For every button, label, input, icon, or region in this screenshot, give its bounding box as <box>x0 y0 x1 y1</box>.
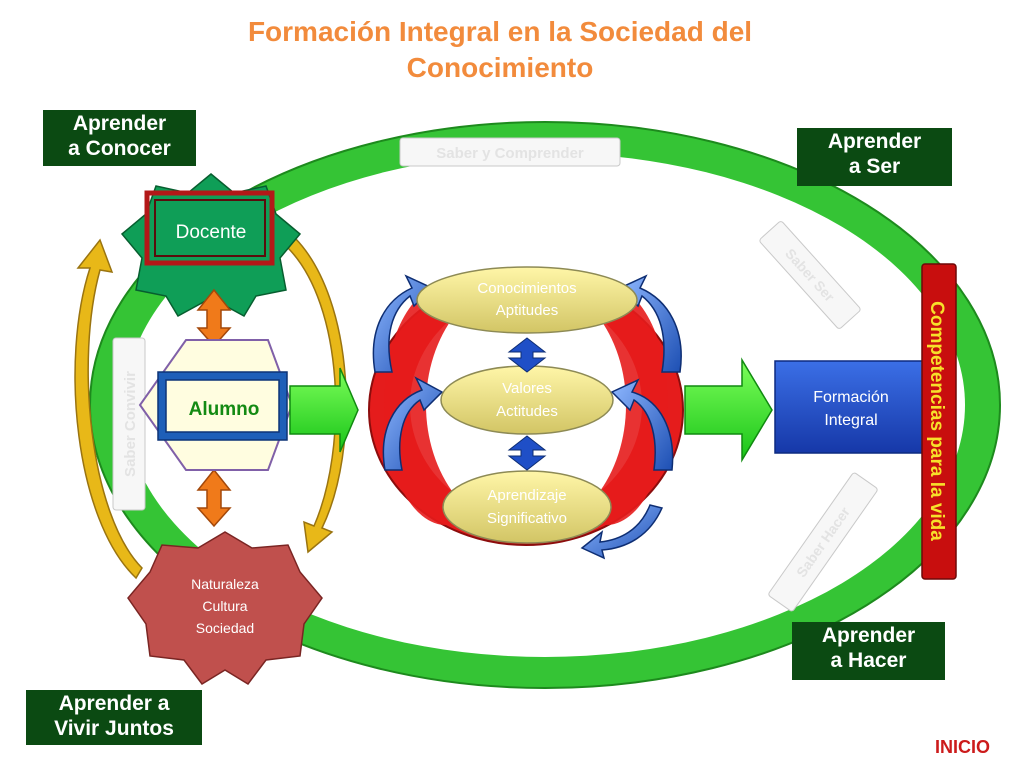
green-arrow-alumno <box>289 367 359 453</box>
orange-arrow-alumno-naturaleza <box>196 468 232 528</box>
docente-frame <box>144 190 275 266</box>
orange-arrows <box>196 288 232 528</box>
pillar-hacer-line2: a Hacer <box>830 649 907 672</box>
pillar-ser-line1: Aprender <box>827 130 922 153</box>
naturaleza-line2: Cultura <box>202 598 247 614</box>
blue-arrow-upper <box>507 337 547 373</box>
swirl-right-mid <box>610 378 674 471</box>
formacion-box <box>774 360 928 454</box>
naturaleza-line3: Sociedad <box>196 620 254 636</box>
ring-label-top: Saber y Comprender <box>399 137 621 167</box>
naturaleza-line1: Naturaleza <box>191 576 259 592</box>
ring-label-top-text: Saber y Comprender <box>436 145 584 162</box>
aprendizaje-line2: Significativo <box>487 510 567 527</box>
conocimientos-line2: Aptitudes <box>496 302 559 319</box>
blue-arrow-lower <box>507 435 547 471</box>
valores-oval <box>440 365 614 435</box>
valores-line1: Valores <box>502 380 552 397</box>
page-title: Formación Integral en la Sociedad del Co… <box>150 14 850 86</box>
swirl-right-bottom <box>580 504 664 560</box>
alumno-inner <box>165 379 280 433</box>
valores-line2: Actitudes <box>496 403 558 420</box>
competencias-label: Competencias para la vida <box>926 301 947 541</box>
docente-inner <box>154 199 266 257</box>
title-line2: Conocimiento <box>406 52 594 83</box>
pillar-aprender-hacer: Aprender a Hacer <box>792 622 945 680</box>
pillar-aprender-vivir: Aprender a Vivir Juntos <box>26 690 202 745</box>
conocimientos-oval <box>416 266 638 334</box>
pillar-ser-line2: a Ser <box>848 155 901 178</box>
gold-arrow-left-outer <box>74 238 143 580</box>
formacion-line2: Integral <box>824 412 877 429</box>
gold-curved-arrows <box>74 236 347 580</box>
ring-label-left-text: Saber Convivir <box>122 371 139 477</box>
swirl-left-mid <box>382 376 444 471</box>
pillar-aprender-conocer: Aprender a Conocer <box>43 110 196 166</box>
pillar-vivir-line1: Aprender a <box>58 692 170 715</box>
ring-label-left: Saber Convivir <box>112 337 146 511</box>
formacion-line1: Formación <box>813 389 889 406</box>
docente-label: Docente <box>176 222 247 243</box>
pillar-conocer-line2: a Conocer <box>68 137 171 160</box>
alumno-label: Alumno <box>189 399 260 420</box>
inicio-link[interactable]: INICIO <box>934 737 990 757</box>
naturaleza-badge <box>127 531 323 685</box>
pillar-hacer-line1: Aprender <box>821 624 916 647</box>
competencias-bar <box>921 263 957 580</box>
aprendizaje-line1: Aprendizaje <box>487 487 566 504</box>
pillar-aprender-ser: Aprender a Ser <box>797 128 952 186</box>
green-arrow-to-formacion <box>684 357 773 463</box>
blue-double-arrows <box>507 337 547 471</box>
conocimientos-line1: Conocimientos <box>477 280 576 297</box>
aprendizaje-oval <box>442 470 612 544</box>
gold-arrow-right-inner <box>287 236 347 554</box>
pillar-vivir-line2: Vivir Juntos <box>54 717 174 740</box>
pillar-conocer-line1: Aprender <box>72 112 167 135</box>
ring-label-right-top: Saber Ser <box>759 221 861 329</box>
title-line1: Formación Integral en la Sociedad del <box>247 16 753 47</box>
